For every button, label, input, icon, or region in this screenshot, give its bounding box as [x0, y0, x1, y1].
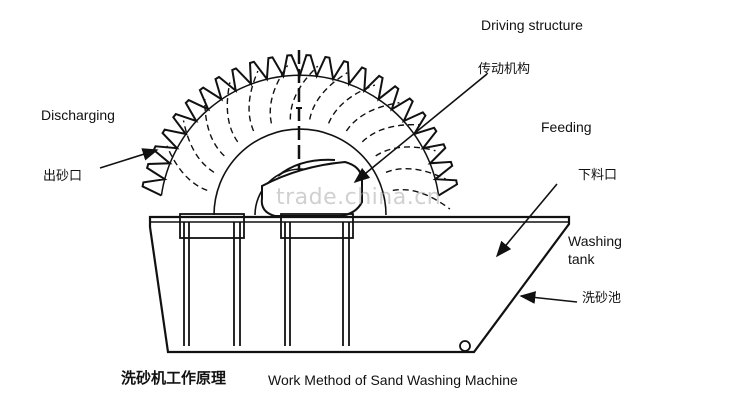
- wheel-blade: [226, 82, 239, 143]
- wheel-blade: [361, 123, 420, 143]
- label-feeding-cn: 下料口: [578, 168, 618, 183]
- drive-motor: [260, 158, 363, 217]
- arrow-discharging: [99, 148, 159, 169]
- watermark-text: trade.china.cn: [276, 185, 442, 210]
- caption-english: Work Method of Sand Washing Machine: [268, 372, 518, 388]
- wheel-blade: [182, 120, 215, 173]
- label-driving-structure: Driving structure: [481, 17, 583, 33]
- wheel-blade: [309, 72, 348, 120]
- wheel-blade: [385, 167, 447, 180]
- label-discharging-cn: 出砂口: [43, 169, 83, 184]
- arrow-driving-structure: [353, 73, 488, 184]
- wheel-blade: [345, 102, 400, 132]
- wheel-blade: [204, 99, 225, 157]
- wheel-blade: [248, 70, 259, 132]
- wheel-blade: [166, 145, 208, 192]
- label-driving-structure-cn: 传动机构: [478, 62, 531, 77]
- label-feeding: Feeding: [541, 119, 592, 135]
- wheel-blade: [392, 188, 451, 210]
- wheel-blade: [375, 146, 436, 157]
- arrow-feeding: [495, 183, 558, 258]
- label-washing-tank-line1: Washing: [568, 233, 622, 249]
- callout-arrows: [99, 73, 578, 304]
- label-discharging: Discharging: [41, 107, 115, 123]
- caption-chinese: 洗砂机工作原理: [121, 369, 227, 387]
- drain-hole: [459, 340, 471, 352]
- wheel-blade: [327, 84, 376, 124]
- wheel-blade: [269, 65, 289, 124]
- arrow-washing-tank: [519, 291, 578, 304]
- label-washing-tank-line2: tank: [568, 251, 595, 267]
- label-washing-tank-cn: 洗砂池: [582, 291, 622, 306]
- wheel-blade: [289, 65, 319, 120]
- washing-tank: [148, 215, 571, 354]
- tank-support-posts: [179, 213, 354, 346]
